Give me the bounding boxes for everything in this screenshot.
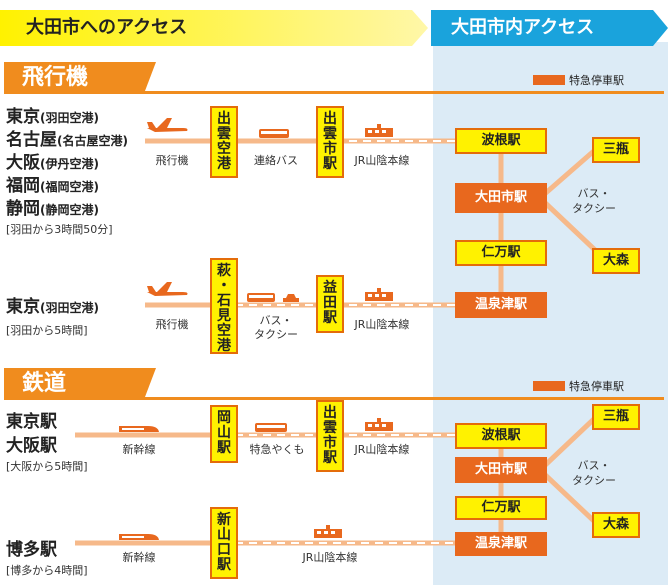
legend-label: 特急停車駅 xyxy=(569,74,624,87)
station-nima: 仁万駅 xyxy=(455,240,547,266)
izumoshi-station-box: 出雲市駅 xyxy=(316,106,344,178)
mode-label-jr: JR山陰本線 xyxy=(354,154,410,167)
destination-omori: 大森 xyxy=(592,248,640,274)
transfer-label: バス・タクシー xyxy=(572,187,616,215)
header-left-title: 大田市へのアクセス xyxy=(26,17,188,38)
airplane-icon xyxy=(147,118,188,132)
air-route1-origins: 東京(羽田空港) 名古屋(名古屋空港) 大阪(伊丹空港) 福岡(福岡空港) 静岡… xyxy=(6,106,128,237)
travel-time-note: [羽田から3時間50分] xyxy=(6,223,113,236)
mode-label-express: 特急やくも xyxy=(249,443,305,456)
origin-item: 名古屋(名古屋空港) xyxy=(6,130,128,150)
shinkansen-icon xyxy=(119,426,159,432)
destination-sanbe: 三瓶 xyxy=(592,137,640,163)
bus-icon xyxy=(259,129,289,138)
section-title-rail: 鉄道 xyxy=(4,368,156,400)
origin-item: 福岡(福岡空港) xyxy=(6,176,99,196)
transfer-label: バス・タクシー xyxy=(572,459,616,487)
section-rule-rail xyxy=(4,397,664,400)
station-hane: 波根駅 xyxy=(455,128,547,154)
station-oda: 大田市駅 xyxy=(455,457,547,483)
origin-item: 東京(羽田空港) xyxy=(6,107,99,127)
station-nima: 仁万駅 xyxy=(455,496,547,520)
header-right-arrow xyxy=(431,10,668,46)
travel-time-note: [大阪から5時間] xyxy=(6,460,88,473)
air-route2-origin: 東京(羽田空港) xyxy=(6,297,99,317)
section-title-air: 飛行機 xyxy=(4,62,156,94)
rail-route2-origin: 博多駅 xyxy=(6,540,57,560)
station-yunotsu: 温泉津駅 xyxy=(455,292,547,318)
origin-item: 大阪(伊丹空港) xyxy=(6,153,99,173)
section-rule-air xyxy=(4,91,664,94)
travel-time-note: [博多から4時間] xyxy=(6,564,88,577)
izumoshi-station-box: 出雲市駅 xyxy=(316,400,344,472)
mode-label-shinkansen: 新幹線 xyxy=(122,551,156,564)
legend-label: 特急停車駅 xyxy=(569,380,624,393)
header-access-to-city: 大田市へのアクセス xyxy=(0,10,428,46)
origin-item: 静岡(静岡空港) xyxy=(6,199,99,219)
shin-yamaguchi-station-box: 新山口駅 xyxy=(210,507,238,579)
mode-label-plane: 飛行機 xyxy=(155,318,189,331)
mode-label-jr: JR山陰本線 xyxy=(302,551,358,564)
train-icon xyxy=(365,418,393,431)
legend-swatch xyxy=(533,75,565,85)
masuda-station-box: 益田駅 xyxy=(316,275,344,333)
header-right-title: 大田市内アクセス xyxy=(451,17,595,38)
train-icon xyxy=(365,288,393,301)
iwami-airport-box: 萩・石見空港 xyxy=(210,258,238,354)
station-hane: 波根駅 xyxy=(455,423,547,449)
train-icon xyxy=(255,423,287,432)
rail-route1-origins: 東京駅 大阪駅 [大阪から5時間] xyxy=(6,410,88,474)
airplane-icon xyxy=(147,282,188,296)
station-oda: 大田市駅 xyxy=(455,183,547,213)
bus-icon xyxy=(247,293,275,302)
mode-label-jr: JR山陰本線 xyxy=(354,318,410,331)
train-icon xyxy=(365,124,393,137)
shinkansen-icon xyxy=(119,534,159,540)
origin-item: 大阪駅 xyxy=(6,436,57,456)
mode-label-plane: 飛行機 xyxy=(155,154,189,167)
taxi-icon xyxy=(283,294,299,302)
header-left-arrow xyxy=(0,10,428,46)
train-icon xyxy=(314,525,342,538)
mode-label-bus-taxi: バス・タクシー xyxy=(254,314,298,341)
destination-sanbe: 三瓶 xyxy=(592,404,640,430)
okayama-station-box: 岡山駅 xyxy=(210,405,238,463)
mode-label-shinkansen: 新幹線 xyxy=(122,443,156,456)
destination-omori: 大森 xyxy=(592,512,640,538)
mode-label-jr: JR山陰本線 xyxy=(354,443,410,456)
mode-label-bus: 連絡バス xyxy=(254,154,298,167)
header-city-access: 大田市内アクセス xyxy=(431,10,668,46)
origin-item: 東京駅 xyxy=(6,412,57,432)
travel-time-note: [羽田から5時間] xyxy=(6,324,88,337)
izumo-airport-box: 出雲空港 xyxy=(210,106,238,178)
legend-swatch xyxy=(533,381,565,391)
station-yunotsu: 温泉津駅 xyxy=(455,532,547,556)
